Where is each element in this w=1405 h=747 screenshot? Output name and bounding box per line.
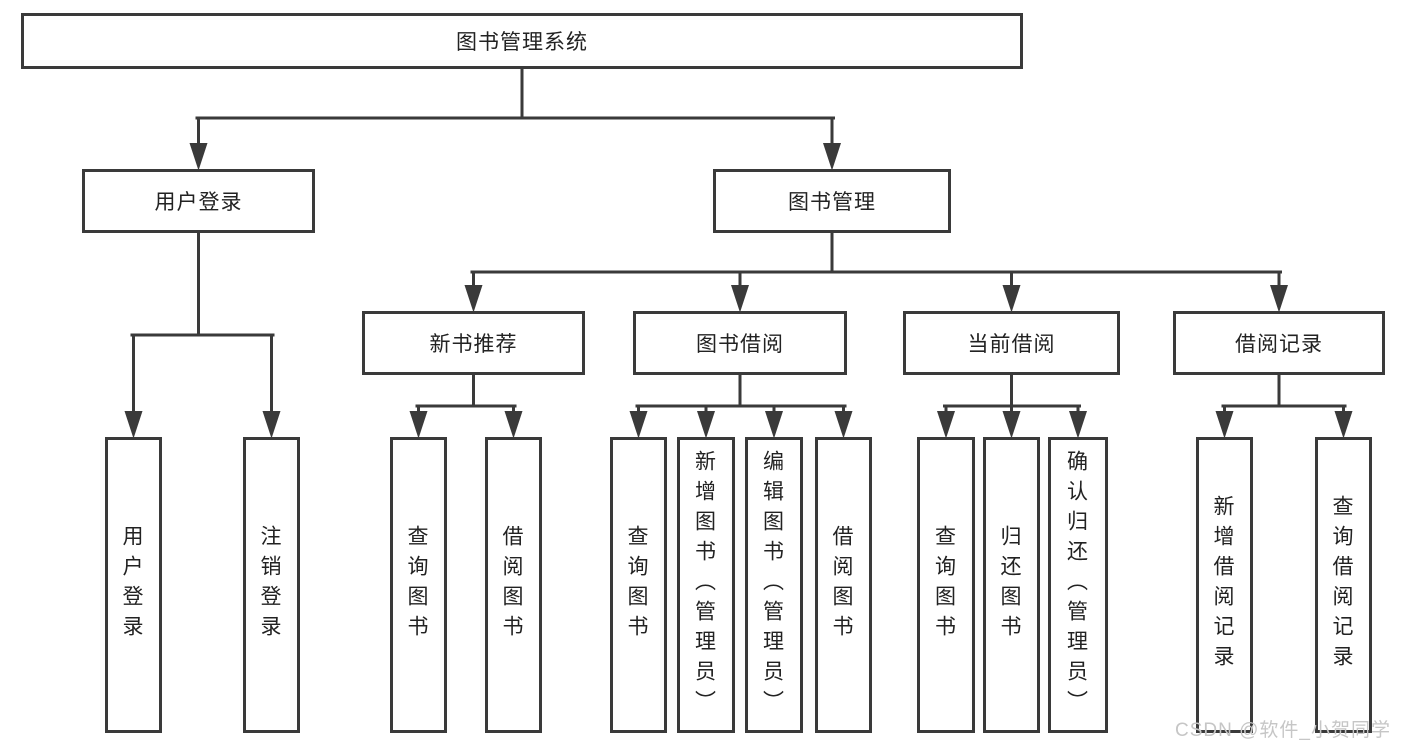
node-root: 图书管理系统	[21, 13, 1023, 69]
node-label-leaf-user-login: 用户登录	[120, 525, 143, 645]
node-label-leaf-query-borrow-record: 查询借阅记录	[1330, 495, 1353, 675]
arrowhead-icon	[937, 411, 955, 439]
node-leaf-user-login: 用户登录	[105, 437, 162, 733]
arrowhead-icon	[629, 411, 648, 439]
node-leaf-edit-book-admin: 编辑图书（管理员）	[745, 437, 803, 733]
arrowhead-icon	[1334, 411, 1353, 439]
node-leaf-query-book-3: 查询图书	[917, 437, 975, 733]
node-label-user-login: 用户登录	[154, 191, 243, 214]
node-leaf-query-book-2: 查询图书	[610, 437, 667, 733]
node-label-leaf-add-book-admin: 新增图书（管理员）	[692, 450, 716, 720]
arrowhead-icon	[1069, 411, 1087, 439]
node-label-new-book-recommend: 新书推荐	[429, 333, 518, 356]
arrowhead-icon	[697, 411, 715, 439]
arrowhead-icon	[731, 285, 749, 313]
node-label-leaf-borrow-book-1: 借阅图书	[500, 525, 523, 645]
node-label-book-management: 图书管理	[788, 191, 876, 214]
arrowhead-icon	[189, 143, 208, 171]
arrowhead-icon	[834, 411, 853, 439]
node-label-current-borrowing: 当前借阅	[967, 333, 1056, 356]
node-label-leaf-return-book: 归还图书	[998, 525, 1021, 645]
node-leaf-query-book-1: 查询图书	[390, 437, 447, 733]
node-label-leaf-borrow-book-2: 借阅图书	[830, 525, 853, 645]
node-current-borrowing: 当前借阅	[903, 311, 1120, 375]
node-label-leaf-edit-book-admin: 编辑图书（管理员）	[760, 450, 784, 720]
node-leaf-add-borrow-record: 新增借阅记录	[1196, 437, 1253, 733]
node-leaf-confirm-return-admin: 确认归还（管理员）	[1048, 437, 1108, 733]
node-book-borrowing: 图书借阅	[633, 311, 847, 375]
node-user-login: 用户登录	[82, 169, 315, 233]
node-leaf-borrow-book-2: 借阅图书	[815, 437, 872, 733]
arrowhead-icon	[1270, 285, 1288, 313]
csdn-watermark: CSDN @软件_小贺同学	[1175, 720, 1391, 741]
node-label-leaf-query-book-1: 查询图书	[405, 525, 428, 645]
node-borrowing-records: 借阅记录	[1173, 311, 1385, 375]
arrowhead-icon	[1002, 285, 1021, 313]
node-new-book-recommend: 新书推荐	[362, 311, 585, 375]
arrowhead-icon	[409, 411, 428, 439]
arrowhead-icon	[124, 411, 143, 439]
node-leaf-return-book: 归还图书	[983, 437, 1040, 733]
arrowhead-icon	[823, 143, 841, 171]
node-label-book-borrowing: 图书借阅	[696, 333, 784, 356]
node-label-leaf-confirm-return-admin: 确认归还（管理员）	[1064, 450, 1088, 720]
node-leaf-borrow-book-1: 借阅图书	[485, 437, 542, 733]
node-label-borrowing-records: 借阅记录	[1235, 333, 1323, 356]
node-label-root: 图书管理系统	[456, 31, 588, 54]
arrowhead-icon	[504, 411, 523, 439]
arrowhead-icon	[1215, 411, 1234, 439]
node-label-leaf-add-borrow-record: 新增借阅记录	[1211, 495, 1234, 675]
node-book-management: 图书管理	[713, 169, 951, 233]
node-leaf-logout: 注销登录	[243, 437, 300, 733]
node-label-leaf-logout: 注销登录	[258, 525, 281, 645]
node-leaf-add-book-admin: 新增图书（管理员）	[677, 437, 735, 733]
arrowhead-icon	[464, 285, 483, 313]
arrowhead-icon	[1002, 411, 1021, 439]
node-label-leaf-query-book-2: 查询图书	[625, 525, 648, 645]
arrowhead-icon	[765, 411, 783, 439]
arrowhead-icon	[262, 411, 281, 439]
node-leaf-query-borrow-record: 查询借阅记录	[1315, 437, 1372, 733]
connector-path	[130, 66, 1347, 416]
node-label-leaf-query-book-3: 查询图书	[932, 525, 956, 645]
